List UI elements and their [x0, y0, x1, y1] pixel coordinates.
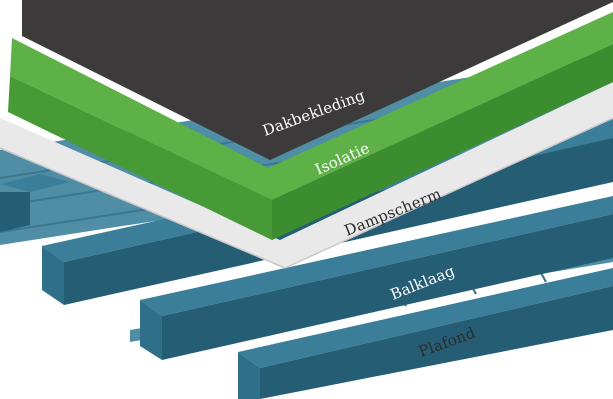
joist-side: [140, 300, 162, 360]
joist-top: [140, 196, 613, 316]
isolatie-front-left: [8, 76, 272, 240]
dakbekleding-layer: [22, 0, 613, 160]
isolatie-front-right: [272, 44, 613, 240]
joist-side: [238, 352, 260, 399]
joist-front: [162, 214, 613, 360]
joist-side: [0, 192, 30, 232]
joist-top: [0, 174, 70, 192]
isolatie-layer: [8, 12, 613, 240]
dampscherm-surface: [0, 82, 613, 268]
dakbekleding-surface: [22, 0, 613, 160]
isolatie-top: [10, 12, 613, 200]
dampscherm-layer: [0, 82, 613, 269]
joist-side: [42, 246, 64, 305]
joist-top: [238, 268, 613, 368]
joist-front: [260, 286, 613, 399]
